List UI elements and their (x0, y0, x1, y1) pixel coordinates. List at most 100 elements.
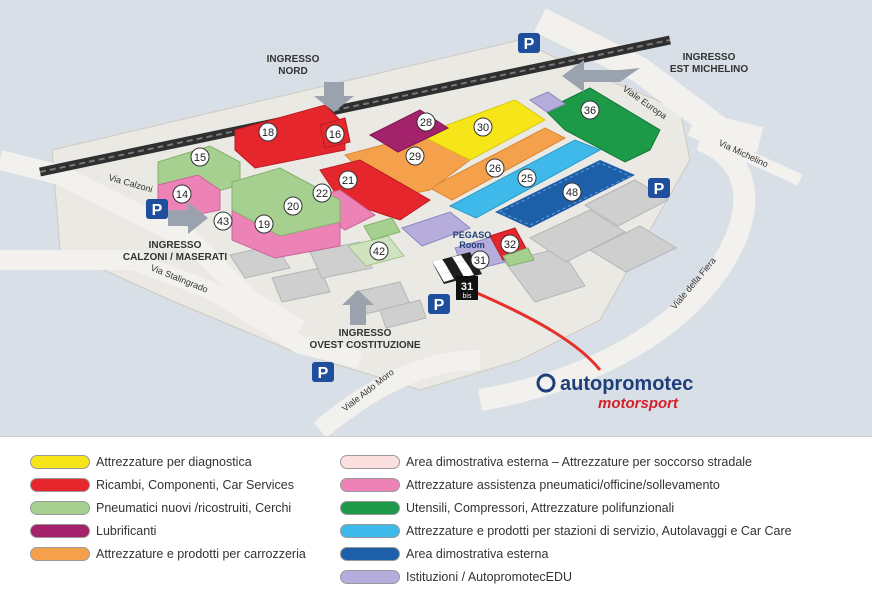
svg-text:31: 31 (474, 255, 486, 267)
legend-label: Ricambi, Componenti, Car Services (96, 478, 294, 492)
svg-text:48: 48 (566, 187, 578, 199)
hall-48-label: 48 (562, 182, 582, 202)
parking-sign-east[interactable]: P (648, 178, 670, 198)
hall-36-label: 36 (580, 100, 600, 120)
svg-text:18: 18 (262, 127, 274, 139)
legend-swatch (340, 524, 400, 538)
legend-label: Attrezzature assistenza pneumatici/offic… (406, 478, 720, 492)
svg-text:20: 20 (287, 201, 299, 213)
legend-swatch (340, 547, 400, 561)
hall-19-label: 19 (254, 214, 274, 234)
svg-text:43: 43 (217, 216, 229, 228)
road-europa (534, 8, 764, 153)
entrance-est-arrow[interactable] (562, 60, 640, 92)
legend-label: Attrezzature e prodotti per stazioni di … (406, 524, 792, 538)
svg-text:14: 14 (176, 189, 188, 201)
svg-text:P: P (654, 181, 665, 198)
logo-event: motorsport (598, 395, 679, 412)
svg-text:21: 21 (342, 175, 354, 187)
legend-label: Utensili, Compressori, Attrezzature poli… (406, 501, 675, 515)
logo-brand: autopromotec (560, 373, 693, 395)
autopromotec-logo: autopromotec motorsport (536, 373, 693, 412)
railway-inner (39, 39, 671, 173)
entrance-nord-line2: NORD (278, 66, 307, 77)
legend-swatch (30, 501, 90, 515)
hall-43-label: 43 (213, 211, 233, 231)
fair-map: P P P P P 18 16 28 30 36 15 29 26 21 25 … (0, 0, 872, 436)
legend-label: Istituzioni / AutopromotecEDU (406, 570, 573, 584)
legend-swatch (340, 478, 400, 492)
hall-18-shape (234, 104, 346, 169)
hall-42-label: 42 (369, 241, 389, 261)
svg-text:26: 26 (489, 163, 501, 175)
legend-label: Lubrificanti (96, 524, 157, 538)
hall-25-label: 25 (517, 168, 537, 188)
legend-label: Attrezzature e prodotti per carrozzeria (96, 547, 306, 561)
entrance-calzoni-line1: INGRESSO (149, 240, 202, 251)
road-michelino (687, 124, 803, 186)
entrance-ovest-line2: OVEST COSTITUZIONE (309, 340, 420, 351)
pin-suffix: bis (463, 293, 472, 300)
entrance-labels: INGRESSO NORD INGRESSO EST MICHELINO ING… (123, 52, 749, 351)
edu-area-pegaso (401, 211, 471, 247)
hall-14-label: 14 (172, 184, 192, 204)
svg-text:P: P (318, 365, 329, 382)
hall-26-label: 26 (485, 158, 505, 178)
legend-swatch (340, 501, 400, 515)
entrance-est-line1: INGRESSO (683, 52, 736, 63)
hall-18-label: 18 (258, 122, 278, 142)
legend-label: Area dimostrativa esterna (406, 547, 549, 561)
legend-divider (0, 436, 872, 437)
svg-text:P: P (434, 297, 445, 314)
svg-text:19: 19 (258, 219, 270, 231)
svg-text:P: P (524, 36, 535, 53)
hall-15-label: 15 (190, 147, 210, 167)
legend-swatch (30, 455, 90, 469)
road-west-link (0, 250, 140, 270)
legend-label: Attrezzature per diagnostica (96, 455, 252, 469)
parking-sign-top[interactable]: P (518, 33, 540, 53)
hall-32-green (502, 247, 535, 267)
entrance-calzoni-line2: CALZONI / MASERATI (123, 252, 227, 263)
legend-swatch (340, 455, 400, 469)
hall-16-label: 16 (325, 124, 345, 144)
pin-number: 31 (461, 281, 473, 293)
hall-20-label: 20 (283, 196, 303, 216)
entrance-est-line2: EST MICHELINO (670, 64, 749, 75)
legend-swatch (30, 547, 90, 561)
entrance-nord-line1: INGRESSO (267, 54, 320, 65)
motorsport-pin[interactable]: 31 bis (456, 276, 478, 300)
legend (0, 437, 872, 600)
hall-42-small (363, 217, 401, 241)
hall-32-label: 32 (500, 234, 520, 254)
hall-22-label: 22 (312, 183, 332, 203)
parking-sign-south[interactable]: P (312, 362, 334, 382)
pin-connector (469, 288, 602, 371)
road-fiera (478, 129, 756, 411)
hall-21-label: 21 (338, 170, 358, 190)
svg-text:42: 42 (373, 246, 385, 258)
edu-area-top (528, 91, 567, 113)
svg-text:25: 25 (521, 173, 533, 185)
hall-36-shape (544, 87, 661, 163)
svg-text:P: P (152, 202, 163, 219)
legend-swatch (30, 524, 90, 538)
svg-text:36: 36 (584, 105, 596, 117)
legend-label: Pneumatici nuovi /ricostruiti, Cerchi (96, 501, 292, 515)
entrance-nord-arrow[interactable] (314, 82, 354, 112)
hall-28-label: 28 (416, 112, 436, 132)
road-stalingrado (126, 251, 363, 369)
hall-31-label: 31 (470, 250, 490, 270)
entrance-calzoni-arrow[interactable] (168, 202, 208, 234)
legend-swatch (340, 570, 400, 584)
svg-text:28: 28 (420, 117, 432, 129)
svg-text:16: 16 (329, 129, 341, 141)
svg-text:32: 32 (504, 239, 516, 251)
parking-sign-west[interactable]: P (146, 199, 168, 219)
hall-48-grid (498, 162, 632, 226)
hall-29-label: 29 (405, 146, 425, 166)
parking-sign-center[interactable]: P (428, 294, 450, 314)
entrance-ovest-arrow[interactable] (342, 290, 374, 325)
legend-label: Area dimostrativa esterna – Attrezzature… (406, 455, 752, 469)
hall-30-label: 30 (473, 117, 493, 137)
